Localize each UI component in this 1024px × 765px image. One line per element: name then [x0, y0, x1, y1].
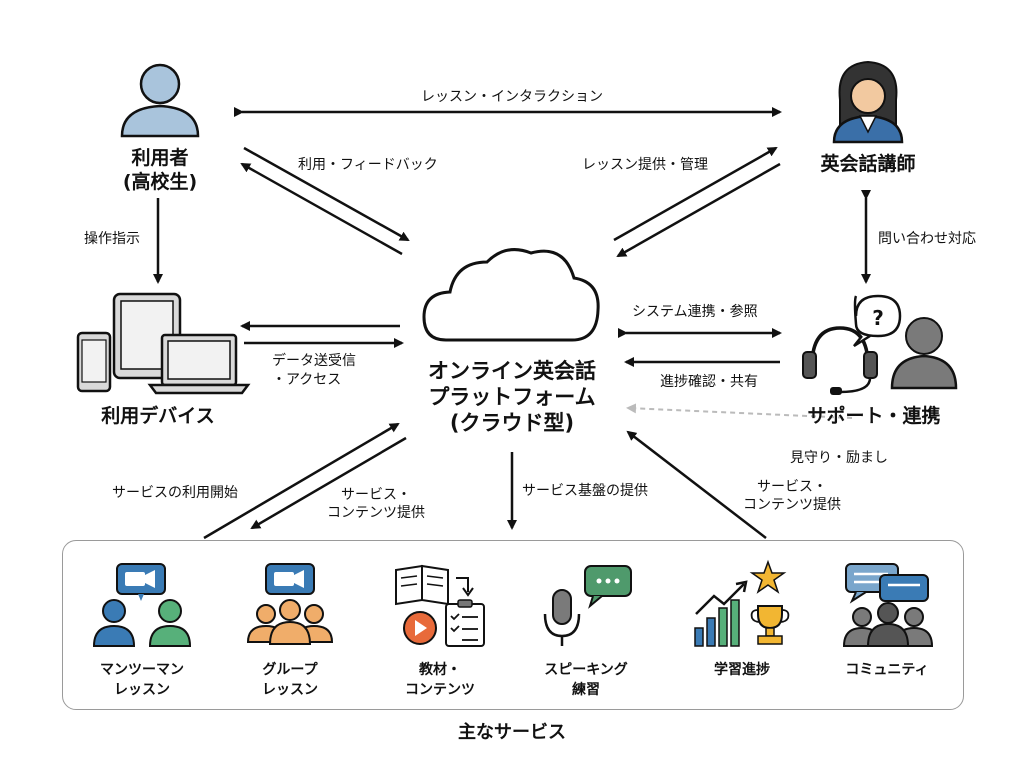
question-bubble-icon: ? — [853, 294, 902, 348]
instructor-title: 英会話講師 — [820, 153, 916, 175]
service-label-line1: 教材・ — [419, 662, 461, 678]
arrow-user-to-platform — [243, 146, 410, 242]
label-progress-share: 進捗確認・共有 — [660, 374, 758, 390]
devices-title: 利用デバイス — [101, 405, 215, 427]
user-student-icon — [120, 63, 200, 138]
devices-icon — [76, 292, 251, 395]
service-label-line1: グループ — [262, 662, 318, 678]
services-panel — [62, 540, 964, 710]
support-person-icon — [890, 317, 958, 390]
platform-title-line3: (クラウド型) — [449, 411, 575, 435]
service-label-line1: 学習進捗 — [714, 662, 770, 678]
service-label-line2: レッスン — [262, 682, 318, 698]
service-item-group: グループ レッスン — [215, 660, 365, 700]
platform-title-line2: プラットフォーム — [428, 385, 596, 409]
arrow-platform-to-user — [240, 162, 403, 256]
platform-title: オンライン英会話 プラットフォーム (クラウド型) — [404, 358, 620, 436]
label-data-line2: ・アクセス — [272, 372, 342, 388]
service-label-line2: 練習 — [572, 682, 600, 698]
label-content-left-line1: サービス・ — [341, 487, 411, 503]
arrow-content-left — [250, 436, 407, 530]
service-label-line2: レッスン — [114, 682, 170, 698]
label-watch-encourage: 見守り・励まし — [790, 450, 888, 466]
cloud-platform-icon — [422, 248, 600, 342]
user-title-line1: 利用者 — [131, 147, 189, 169]
label-use-feedback: 利用・フィードバック — [298, 157, 438, 173]
svg-text:?: ? — [872, 306, 884, 330]
user-title-line2: (高校生) — [122, 171, 198, 193]
support-headset-icon — [802, 326, 878, 395]
instructor-icon — [832, 60, 904, 144]
label-operation: 操作指示 — [84, 231, 140, 247]
service-label-line2: コンテンツ — [405, 682, 475, 698]
label-lesson-provide: レッスン提供・管理 — [582, 157, 708, 173]
service-label-line1: スピーキング — [544, 662, 628, 678]
label-service-start: サービスの利用開始 — [112, 485, 238, 501]
service-item-community: コミュニティ — [812, 660, 962, 680]
service-item-one-on-one: マンツーマン レッスン — [67, 660, 217, 700]
service-label-line1: コミュニティ — [845, 662, 929, 678]
arrow-platform-to-instructor — [613, 146, 778, 242]
service-item-materials: 教材・ コンテンツ — [365, 660, 515, 700]
label-inquiry: 問い合わせ対応 — [878, 231, 976, 247]
service-item-progress: 学習進捗 — [667, 660, 817, 680]
label-content-left: サービス・ コンテンツ提供 — [318, 486, 434, 522]
label-content-right-line2: コンテンツ提供 — [743, 497, 841, 513]
label-data-line1: データ送受信 — [272, 353, 356, 369]
services-title: 主なサービス — [458, 722, 566, 743]
label-lesson-interaction: レッスン・インタラクション — [421, 89, 603, 105]
arrow-content-right — [626, 430, 767, 539]
user-title: 利用者 (高校生) — [90, 146, 230, 194]
arrow-instructor-to-platform — [616, 162, 781, 258]
label-system-link: システム連携・参照 — [632, 304, 758, 320]
label-content-right-line1: サービス・ — [757, 479, 827, 495]
service-label-line1: マンツーマン — [100, 662, 184, 678]
service-item-speaking: スピーキング 練習 — [511, 660, 661, 700]
label-content-left-line2: コンテンツ提供 — [327, 505, 425, 521]
label-base-provide: サービス基盤の提供 — [522, 483, 648, 499]
arrow-watch-encourage — [626, 403, 853, 419]
platform-title-line1: オンライン英会話 — [428, 359, 596, 383]
label-content-right: サービス・ コンテンツ提供 — [734, 478, 850, 514]
support-title: サポート・連携 — [807, 405, 941, 427]
arrow-service-start — [203, 422, 400, 540]
